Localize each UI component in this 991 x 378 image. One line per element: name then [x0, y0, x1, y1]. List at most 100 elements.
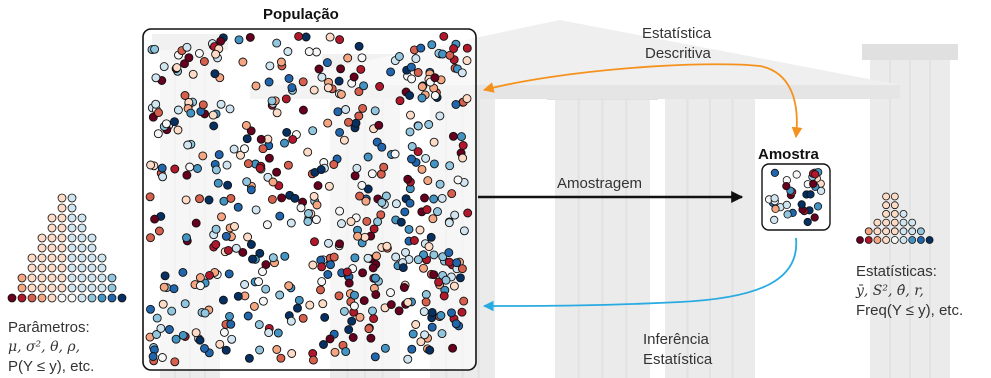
histogram-dot	[27, 283, 37, 293]
population-dot	[441, 275, 451, 285]
population-dot	[370, 352, 380, 362]
population-dot	[335, 206, 345, 216]
population-dot	[447, 308, 456, 318]
population-dot	[240, 144, 249, 154]
population-dot	[287, 83, 297, 93]
histogram-dot	[67, 203, 77, 213]
population-dot	[317, 262, 327, 272]
histogram-dot	[87, 233, 97, 243]
population-dot	[451, 100, 461, 109]
population-dot	[222, 160, 232, 170]
population-dot	[294, 31, 304, 41]
population-dot	[184, 53, 194, 63]
histogram-dot	[864, 227, 873, 236]
population-dot	[366, 333, 376, 343]
histogram-dot	[57, 213, 67, 223]
descriptive-label-line1: Estatística	[642, 25, 712, 42]
population-dot	[256, 134, 266, 144]
population-dot	[450, 210, 460, 220]
histogram-dot	[57, 193, 67, 203]
population-dot	[146, 233, 155, 243]
population-dot	[193, 164, 202, 173]
population-dot	[449, 44, 459, 54]
population-dot	[382, 241, 392, 251]
population-dot	[238, 247, 248, 257]
population-dot	[423, 176, 433, 186]
histogram-dot	[27, 263, 37, 273]
statistics-line2: ȳ, S², θ̂, r,	[856, 283, 924, 299]
histogram-dot	[925, 236, 934, 244]
population-dot	[347, 316, 357, 326]
population-dot	[356, 64, 366, 74]
population-dot	[151, 73, 161, 83]
histogram-dot	[57, 293, 67, 303]
population-dot	[350, 290, 359, 300]
population-dot	[191, 328, 201, 338]
population-dot	[318, 299, 328, 309]
population-dot	[317, 72, 327, 82]
histogram-dot	[17, 283, 27, 293]
population-dot	[298, 313, 308, 323]
population-dot	[268, 253, 278, 263]
population-dots	[145, 31, 473, 367]
population-dot	[219, 327, 229, 337]
population-dot	[353, 231, 363, 241]
histogram-dot	[67, 263, 77, 273]
population-dot	[308, 126, 318, 136]
population-dot	[458, 141, 468, 150]
population-dot	[312, 200, 322, 210]
population-dot	[413, 121, 423, 131]
population-dot	[173, 125, 183, 135]
population-dot	[419, 263, 428, 273]
population-dot	[363, 152, 373, 162]
histogram-dot	[87, 283, 97, 293]
population-dot	[429, 250, 439, 260]
population-dot	[396, 217, 406, 227]
histogram-dot	[57, 243, 67, 253]
histogram-dot	[67, 223, 77, 233]
population-dot	[354, 41, 364, 51]
descriptive-statistics-arrow	[482, 63, 803, 139]
population-dot	[448, 343, 458, 353]
population-dot	[451, 319, 461, 329]
histogram-dot	[97, 253, 107, 263]
sample-dot	[810, 213, 819, 222]
histogram-dot	[27, 273, 37, 283]
population-dot	[359, 296, 369, 306]
histogram-dot	[17, 293, 27, 303]
histogram-dot	[37, 273, 47, 283]
sample-dot	[813, 202, 823, 211]
population-title: População	[263, 6, 339, 23]
population-dot	[183, 140, 193, 150]
population-dot	[303, 147, 313, 157]
population-dot	[215, 339, 225, 349]
population-dot	[242, 134, 252, 144]
population-dot	[429, 194, 439, 204]
population-dot	[421, 297, 431, 307]
population-dot	[272, 108, 282, 118]
population-dot	[160, 271, 170, 281]
population-dot	[346, 217, 356, 227]
population-dot	[391, 199, 401, 209]
population-dot	[246, 185, 256, 195]
histogram-dot	[37, 243, 47, 253]
population-dot	[339, 306, 349, 316]
population-dot	[334, 291, 344, 301]
population-dot	[298, 105, 308, 115]
statistical-inference-arrow	[482, 237, 798, 312]
population-dot	[298, 77, 308, 87]
population-dot	[428, 214, 438, 224]
population-dot	[229, 144, 239, 154]
population-dot	[421, 290, 431, 299]
population-dot	[313, 181, 323, 191]
histogram-dot	[47, 223, 57, 233]
histogram-dot	[107, 283, 117, 293]
population-dot	[157, 163, 167, 173]
population-dot	[305, 300, 315, 310]
population-dot	[457, 132, 466, 142]
population-dot	[341, 105, 351, 114]
population-dot	[170, 164, 180, 174]
population-dot	[326, 260, 335, 270]
population-dot	[169, 284, 179, 294]
population-dot	[241, 120, 251, 130]
